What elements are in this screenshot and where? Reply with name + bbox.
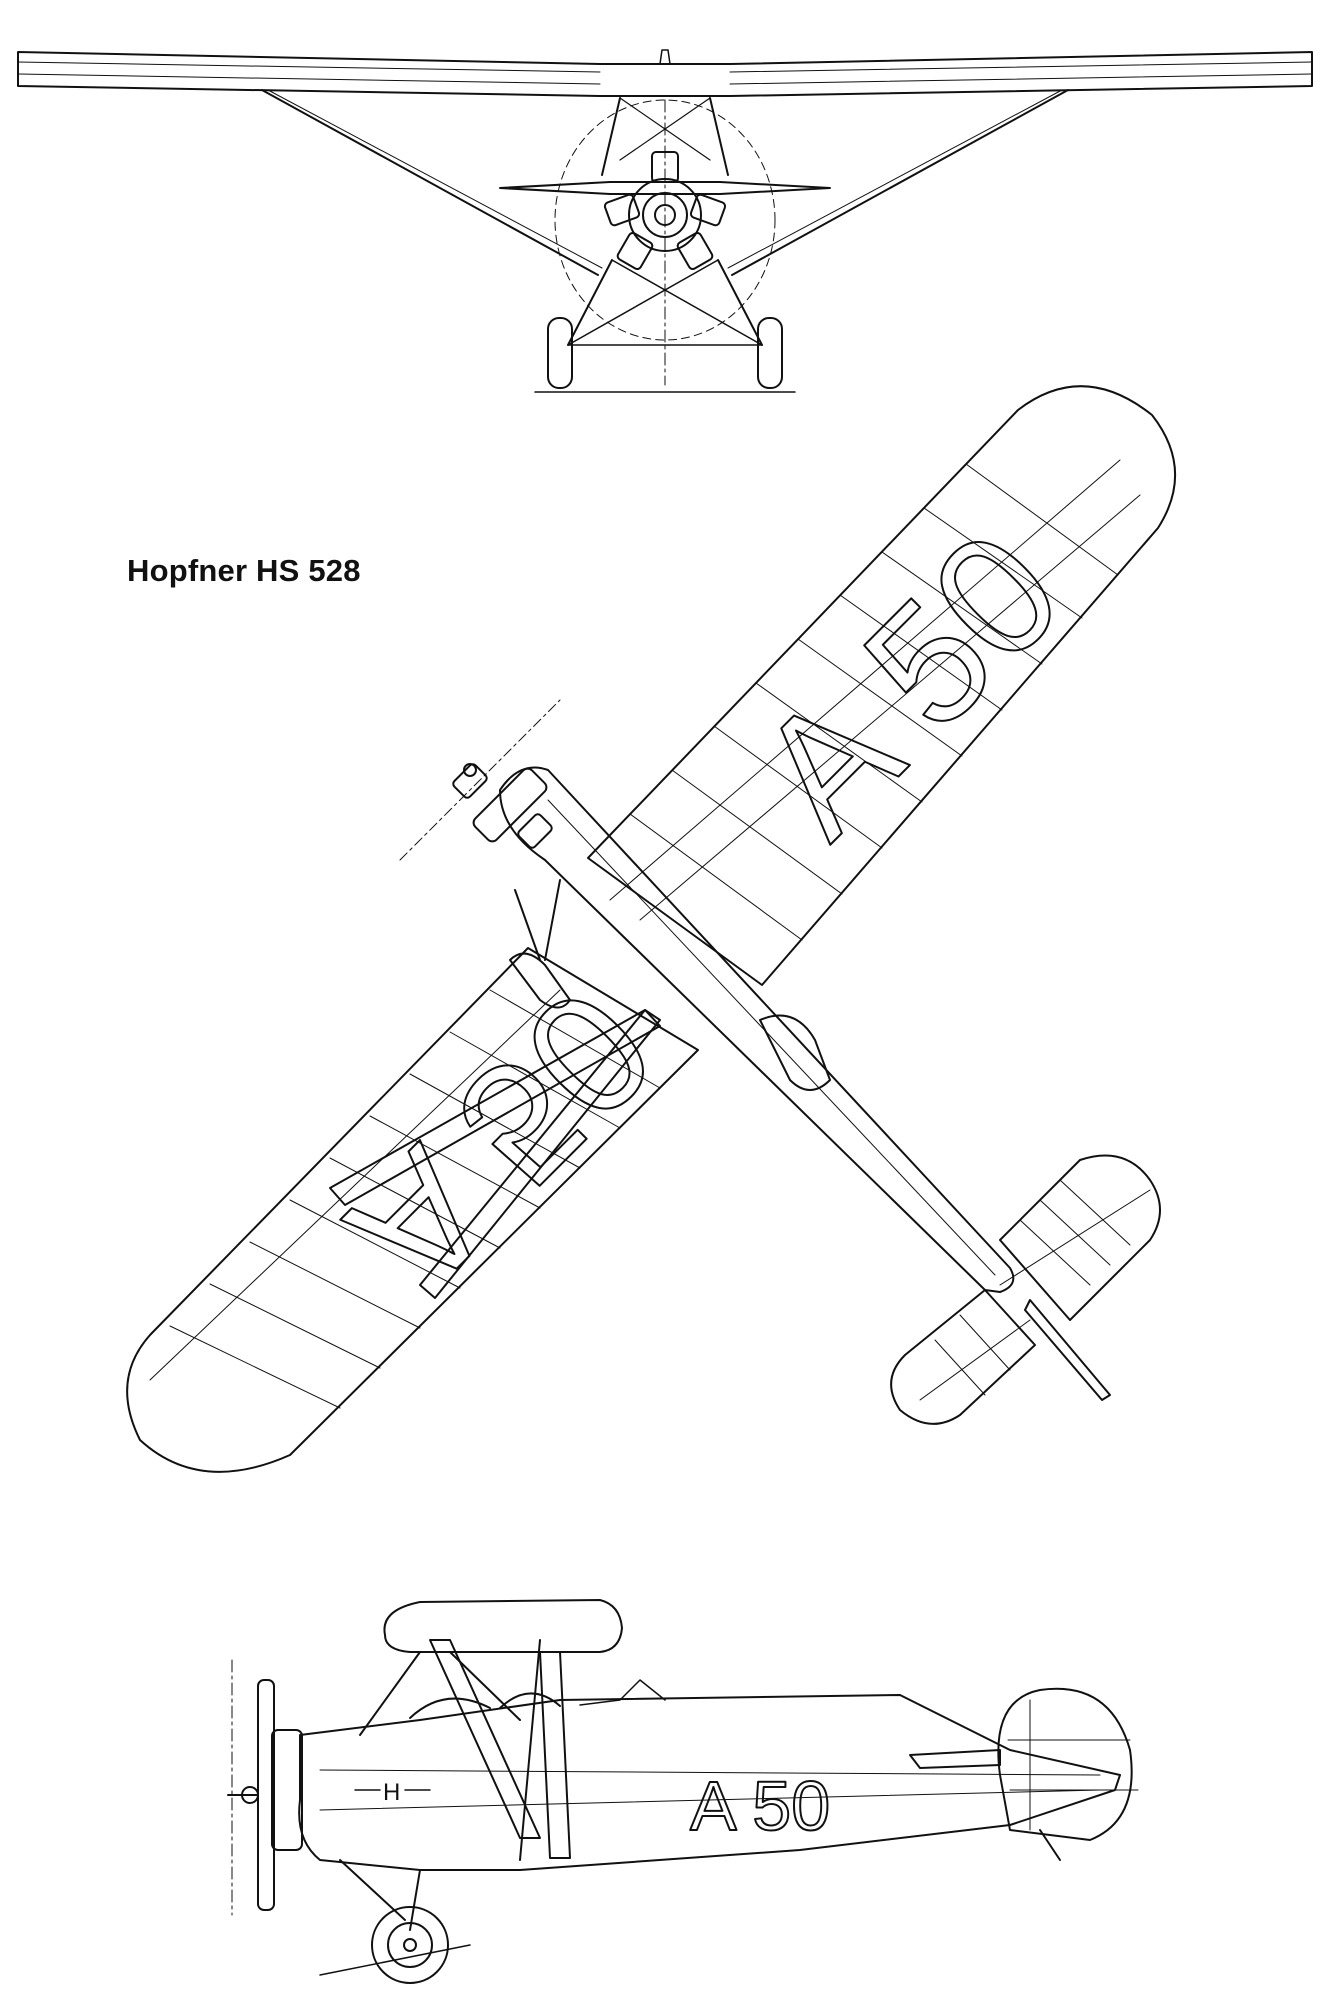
side-view: A 50 H <box>227 1599 1139 1984</box>
drawing-title: Hopfner HS 528 <box>127 553 361 588</box>
front-view-engine <box>628 178 702 252</box>
plan-view-tail-upper <box>999 1154 1161 1321</box>
front-view-left-strut <box>261 89 599 276</box>
front-view <box>17 49 1313 393</box>
side-view-wing-strut <box>429 1639 541 1839</box>
front-view-left-wheel <box>547 317 573 389</box>
plan-view-top-wing-marking: A 50 <box>722 496 1097 871</box>
plan-view: A 50 A 50 <box>126 385 1176 1473</box>
plan-view-right-wing <box>587 385 1176 986</box>
front-view-propeller-disc <box>554 99 776 341</box>
front-view-right-strut <box>731 89 1069 276</box>
side-view-wing <box>383 1599 623 1653</box>
plan-view-left-wing <box>126 947 699 1473</box>
front-view-right-wheel <box>757 317 783 389</box>
side-view-fuselage <box>298 1694 1121 1871</box>
side-view-fuselage-marking: A 50 <box>690 1767 830 1845</box>
side-view-wheel <box>371 1906 449 1984</box>
plan-view-tail-lower <box>890 1289 1036 1425</box>
side-view-logo-letter: H <box>383 1779 400 1806</box>
side-view-engine <box>271 1729 303 1851</box>
front-view-wing <box>17 51 1313 97</box>
plan-view-engine <box>399 699 561 861</box>
plan-view-cockpit <box>759 1014 831 1091</box>
side-view-fin <box>997 1687 1133 1841</box>
plan-view-bottom-wing-marking: A 50 <box>314 953 689 1328</box>
